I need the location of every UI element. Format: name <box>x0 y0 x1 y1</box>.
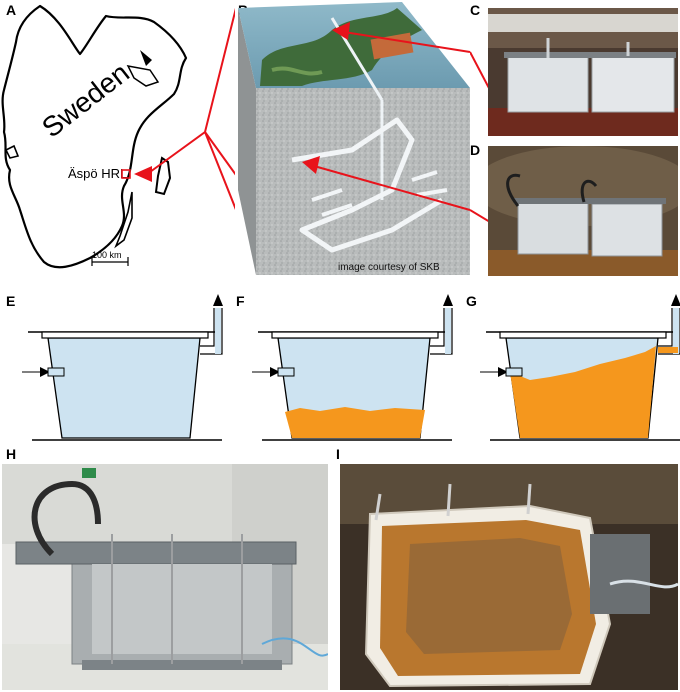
outlet-pipe <box>430 308 445 347</box>
photo-tanks-cavern <box>488 146 678 276</box>
tank-schematic-g <box>480 294 680 441</box>
tank-lid <box>499 331 667 339</box>
panel-label-i: I <box>336 446 340 462</box>
outlet-water <box>215 308 221 354</box>
outlet-pipe <box>200 308 215 347</box>
tank-lid <box>41 331 209 339</box>
panel-label-a: A <box>6 2 17 18</box>
tunnel-system <box>291 117 444 253</box>
scale-label: 100 km <box>92 250 122 260</box>
block-front-face <box>256 88 470 275</box>
arrow-up-icon <box>443 294 453 306</box>
sediment-layer <box>285 407 425 438</box>
callout-lines <box>470 51 490 223</box>
callout-line <box>343 31 471 53</box>
photo-open-tank-sediment <box>340 464 678 690</box>
outlet-pipe <box>658 308 680 355</box>
outlet-water <box>445 308 451 354</box>
callout-line <box>204 131 235 210</box>
callout-line <box>204 131 235 176</box>
island-west <box>4 144 20 159</box>
sweden-coastline <box>1 4 188 269</box>
island-forest <box>260 8 422 86</box>
outlet-pipe <box>200 308 223 355</box>
site-marker <box>121 169 131 179</box>
coast-detail <box>140 50 152 66</box>
repository-block: image courtesy of SKB <box>238 2 471 275</box>
arrow-right-icon <box>40 367 50 377</box>
panel-label-f: F <box>236 293 245 309</box>
island-gotland <box>154 156 172 196</box>
callout-line <box>149 7 235 173</box>
island-oland <box>114 191 133 249</box>
block-side-face <box>238 8 256 275</box>
panel-label-e: E <box>6 293 16 309</box>
arrow-right-icon <box>498 367 508 377</box>
arrow-left-icon <box>302 156 320 174</box>
panel-label-g: G <box>466 293 477 309</box>
tank-body <box>47 337 201 439</box>
inlet-pipe <box>47 367 65 377</box>
arrow-left-icon <box>332 22 350 40</box>
arrow-right-icon <box>270 367 280 377</box>
site-label: Äspö HRL <box>68 166 127 181</box>
tank-schematic-f <box>252 294 453 441</box>
outlet-water <box>673 308 679 354</box>
arrow-up-icon <box>671 294 680 306</box>
sweden-map: Sweden Äspö HRL 100 km <box>1 4 235 269</box>
photo-lab-tank <box>2 464 328 690</box>
site-pointer-icon <box>134 166 152 182</box>
callout-line <box>470 51 490 91</box>
callout-line <box>313 165 471 211</box>
panel-label-c: C <box>470 2 481 18</box>
panel-label-h: H <box>6 446 17 462</box>
country-label: Sweden <box>36 57 135 144</box>
inlet-pipe <box>505 367 523 377</box>
sediment-layer <box>510 346 656 438</box>
coast-detail <box>126 64 160 87</box>
tank-lid <box>271 331 439 339</box>
arrow-up-icon <box>213 294 223 306</box>
site-buildings <box>370 32 414 60</box>
photo-tanks-tunnel <box>488 8 678 136</box>
callout-line <box>470 209 490 223</box>
inlet-pipe <box>277 367 295 377</box>
outlet-pipe <box>658 308 673 347</box>
outlet-sediment <box>658 347 678 353</box>
image-credit: image courtesy of SKB <box>338 262 440 273</box>
outlet-pipe <box>430 308 453 355</box>
tunnel-branches <box>311 170 448 217</box>
tank-schematic-e <box>22 294 223 441</box>
forest-detail <box>271 66 323 76</box>
panel-label-d: D <box>470 142 481 158</box>
tank-schematics <box>22 294 680 441</box>
